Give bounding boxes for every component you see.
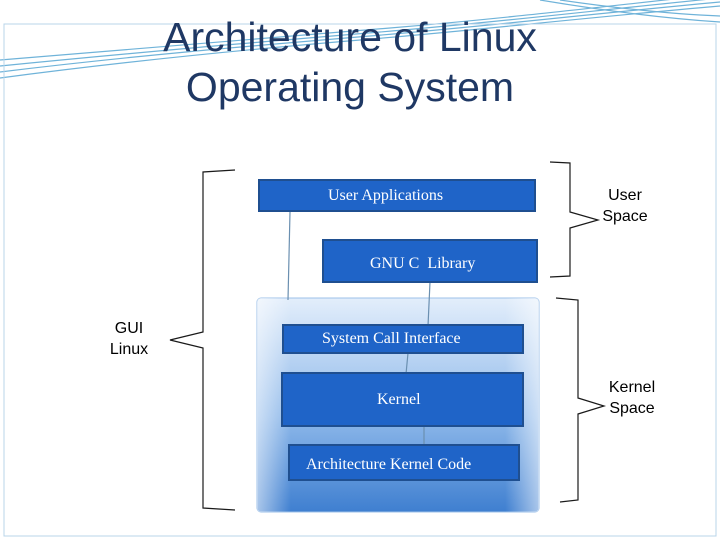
user-applications-box: User Applications <box>258 179 536 212</box>
user-applications-label: User Applications <box>328 186 444 204</box>
user-space-brace <box>549 161 601 278</box>
kernel-space-label: Kernel Space <box>598 377 666 419</box>
kernel-space-brace <box>555 297 607 503</box>
kernel-space-line-1: Kernel <box>608 379 656 396</box>
gui-linux-line-1: GUI <box>114 320 144 337</box>
left-brace <box>169 169 236 511</box>
kernel-box: Kernel <box>281 372 524 427</box>
connector-lines <box>287 211 431 446</box>
gnu-c-library-box: GNU C Library <box>322 239 538 283</box>
title-line-2: Operating System <box>185 64 515 110</box>
gui-linux-line-2: Linux <box>109 341 149 358</box>
architecture-kernel-code-box: Architecture Kernel Code <box>288 444 520 481</box>
title-line-1: Architecture of Linux <box>163 14 537 60</box>
system-call-interface-box: System Call Interface <box>282 324 524 354</box>
user-space-line-2: Space <box>602 208 648 225</box>
slide-frame <box>3 23 717 537</box>
system-call-interface-label: System Call Interface <box>322 330 461 347</box>
user-space-line-1: User <box>608 187 642 204</box>
gui-linux-label: GUI Linux <box>96 318 162 360</box>
slide-title: Architecture of Linux Operating System <box>100 12 600 112</box>
gnu-c-library-label: GNU C Library <box>370 255 476 272</box>
architecture-kernel-code-label: Architecture Kernel Code <box>306 455 472 473</box>
kernel-label: Kernel <box>377 390 421 408</box>
user-space-label: User Space <box>592 185 658 227</box>
accent-swoosh <box>0 0 720 79</box>
kernel-space-line-2: Space <box>609 400 655 417</box>
